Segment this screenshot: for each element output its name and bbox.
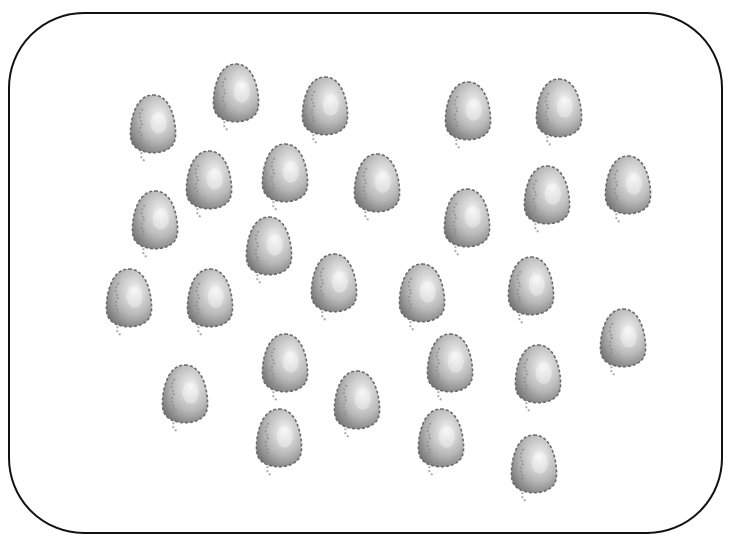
container-box — [9, 13, 722, 533]
